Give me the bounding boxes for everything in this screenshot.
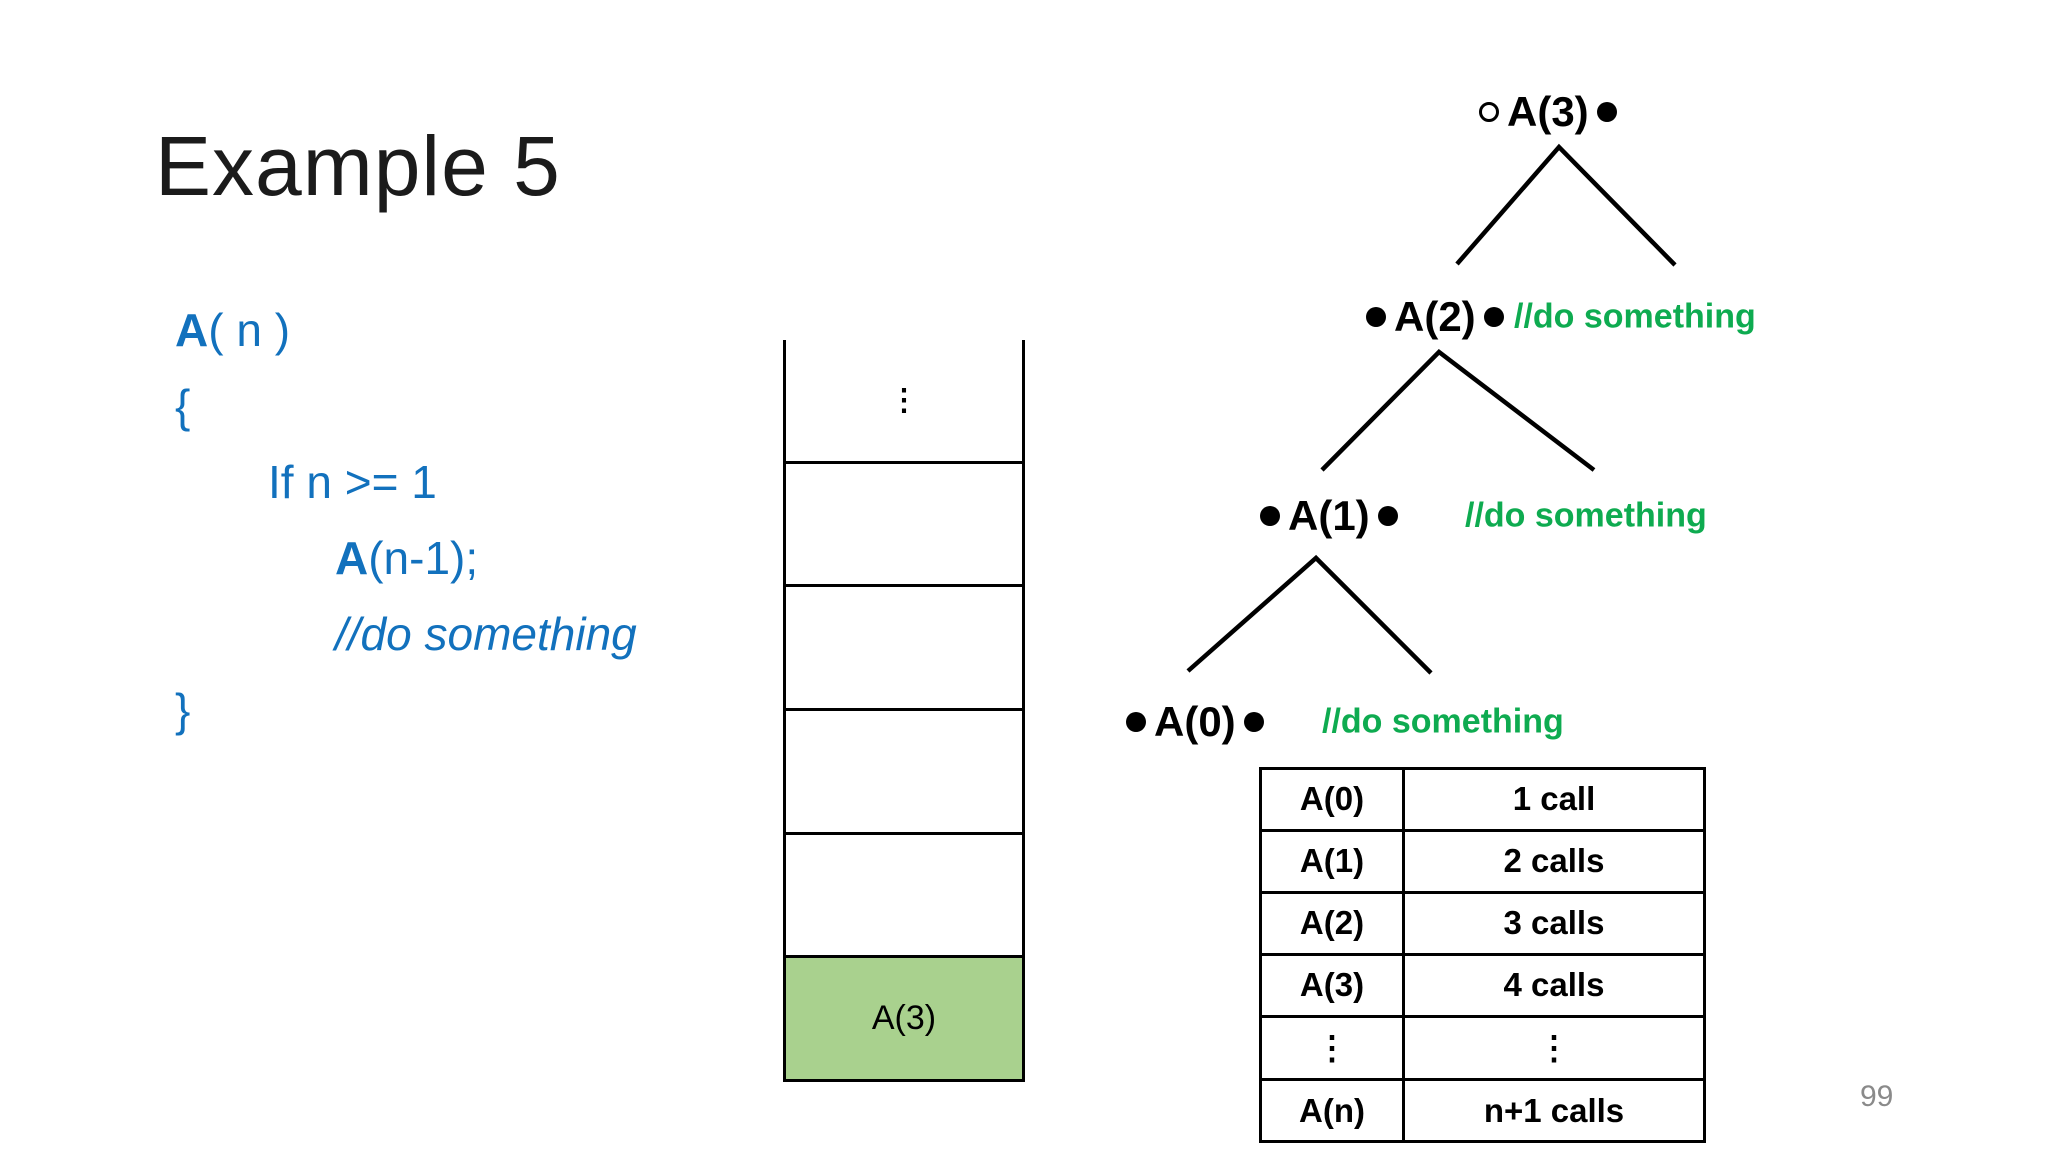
code-line: //do something [335, 596, 637, 672]
table-row: A(3)4 calls [1259, 952, 1706, 1018]
call-count-cell: 4 calls [1402, 952, 1706, 1018]
tree-node-label: A(3) [1507, 88, 1589, 135]
tree-branch-a3 [1455, 143, 1677, 267]
call-end-marker-icon [1377, 506, 1398, 526]
code-text: } [175, 684, 191, 736]
code-line: } [175, 672, 637, 748]
tree-node-a1: A(1) [1260, 492, 1398, 540]
code-text: //do something [335, 608, 637, 660]
call-stack-diagram: ⋮ A(3) [783, 340, 1025, 1082]
call-start-marker-icon [1479, 102, 1499, 122]
function-call-cell: ⋮ [1259, 1014, 1405, 1082]
code-text: A [175, 304, 209, 356]
code-text: { [175, 380, 191, 432]
code-line: { [175, 368, 637, 444]
table-row: A(1)2 calls [1259, 828, 1706, 894]
stack-frame-empty [786, 708, 1022, 832]
stack-frame-empty [786, 460, 1022, 585]
stack-ellipsis: ⋮ [889, 383, 919, 417]
tree-branch-a1 [1186, 554, 1433, 675]
call-start-marker-icon [1366, 307, 1386, 327]
call-count-cell: n+1 calls [1402, 1078, 1706, 1143]
call-start-marker-icon [1126, 712, 1146, 732]
code-line: A(n-1); [335, 520, 637, 596]
code-line: If n >= 1 [268, 444, 637, 520]
code-text: (n-1); [368, 532, 479, 584]
tree-node-a0: A(0) [1126, 698, 1264, 746]
slide-title: Example 5 [155, 119, 561, 213]
tree-node-label: A(2) [1394, 293, 1476, 340]
tree-node-label: A(1) [1288, 492, 1370, 539]
table-row: A(n)n+1 calls [1259, 1078, 1706, 1143]
call-start-marker-icon [1260, 506, 1280, 526]
function-call-cell: A(n) [1259, 1078, 1405, 1143]
do-something-comment: //do something [1514, 297, 1756, 336]
stack-frame-empty [786, 584, 1022, 708]
call-end-marker-icon [1596, 102, 1617, 122]
call-count-cell: 1 call [1402, 767, 1706, 832]
call-end-marker-icon [1243, 712, 1264, 732]
call-end-marker-icon [1483, 307, 1504, 327]
table-row: ⋮⋮ [1259, 1014, 1706, 1082]
tree-node-a3: A(3) [1479, 88, 1617, 136]
code-text: A [335, 532, 369, 584]
tree-node-a2: A(2) [1366, 293, 1504, 341]
tree-node-label: A(0) [1154, 698, 1236, 745]
stack-frame-empty [786, 831, 1022, 956]
table-row: A(2)3 calls [1259, 890, 1706, 956]
call-count-cell: ⋮ [1402, 1014, 1706, 1082]
function-call-cell: A(3) [1259, 952, 1405, 1018]
code-line: A( n ) [175, 292, 637, 368]
stack-frame-a3: A(3) [786, 955, 1022, 1080]
function-call-cell: A(1) [1259, 828, 1405, 894]
function-call-cell: A(2) [1259, 890, 1405, 956]
code-text: ( n ) [208, 304, 291, 356]
do-something-comment: //do something [1465, 496, 1707, 535]
page-number: 99 [1860, 1080, 1894, 1113]
do-something-comment: //do something [1322, 702, 1564, 741]
function-call-cell: A(0) [1259, 767, 1405, 832]
table-row: A(0)1 call [1259, 767, 1706, 832]
code-text: If n >= 1 [268, 456, 437, 508]
call-count-cell: 3 calls [1402, 890, 1706, 956]
call-count-cell: 2 calls [1402, 828, 1706, 894]
tree-branch-a2 [1320, 349, 1596, 472]
